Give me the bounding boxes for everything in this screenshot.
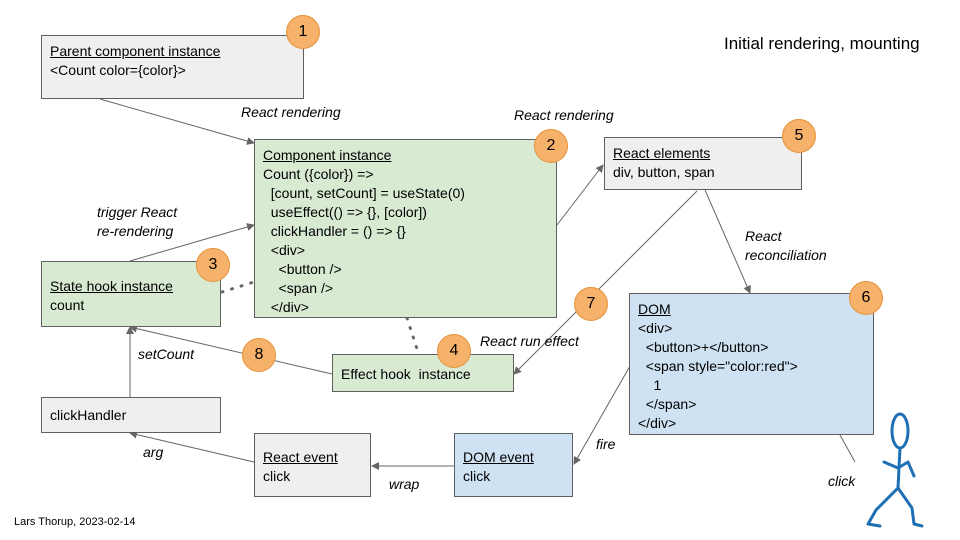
dom-header: DOM xyxy=(638,301,671,317)
component-line: </div> xyxy=(263,299,309,315)
step-badge: 7 xyxy=(574,287,608,321)
state-hook-box: State hook instance count xyxy=(41,261,221,327)
component-line: <span /> xyxy=(263,280,334,296)
elements-header: React elements xyxy=(613,145,711,161)
stick-figure-icon xyxy=(866,412,924,528)
edge-reactevent-to-clickhandler xyxy=(129,430,255,463)
parent-line: <Count color={color}> xyxy=(50,62,186,78)
dom-box: DOM <div> <button>+</button> <span style… xyxy=(629,293,874,435)
clickhandler-line: clickHandler xyxy=(50,407,127,423)
domevent-line: click xyxy=(463,468,491,484)
reactevent-line: click xyxy=(263,468,291,484)
effect-line: Effect hook instance xyxy=(341,366,471,382)
component-line: [count, setCount] = useState(0) xyxy=(263,185,465,201)
react-elements-box: React elements div, button, span xyxy=(604,137,802,190)
parent-component-box: Parent component instance <Count color={… xyxy=(41,35,304,99)
domevent-header: DOM event xyxy=(463,449,534,465)
react-event-box: React event click xyxy=(254,433,371,497)
elements-line: div, button, span xyxy=(613,164,715,180)
edge-parent-to-component xyxy=(99,98,255,145)
component-line: <button /> xyxy=(263,261,342,277)
dom-line: <span style="color:red"> xyxy=(638,358,798,374)
step-badge: 8 xyxy=(242,338,276,372)
edge-dom-to-domevent xyxy=(573,365,631,465)
edge-label: React rendering xyxy=(241,104,341,120)
effect-hook-box: Effect hook instance xyxy=(332,354,514,392)
component-line: <div> xyxy=(263,242,306,258)
edge-label: trigger React xyxy=(97,204,178,220)
edge-label: wrap xyxy=(389,476,420,492)
click-handler-box: clickHandler xyxy=(41,397,221,433)
component-line: Count ({color}) => xyxy=(263,166,374,182)
dom-line: </div> xyxy=(638,415,677,431)
reactevent-header: React event xyxy=(263,449,338,465)
step-badge: 1 xyxy=(286,15,320,49)
step-badge: 5 xyxy=(782,119,816,153)
edge-label: click xyxy=(828,473,856,489)
step-badge: 6 xyxy=(849,281,883,315)
dom-line: 1 xyxy=(638,377,662,393)
dom-line: </span> xyxy=(638,396,697,412)
edge-label: reconciliation xyxy=(745,247,827,263)
state-line: count xyxy=(50,297,85,313)
dotted-state-to-component xyxy=(220,280,256,294)
dom-line: <button>+</button> xyxy=(638,339,769,355)
edge-label: React run effect xyxy=(480,333,579,349)
edge-elements-to-effect xyxy=(513,190,698,375)
diagram-title: Initial rendering, mounting xyxy=(724,34,920,53)
edge-label: re-rendering xyxy=(97,223,174,239)
edge-label: arg xyxy=(143,444,164,460)
edge-elements-to-dom xyxy=(704,189,751,294)
component-instance-box: Component instance Count ({color}) => [c… xyxy=(254,139,557,318)
step-badge: 3 xyxy=(196,248,230,282)
parent-header: Parent component instance xyxy=(50,43,221,59)
dom-event-box: DOM event click xyxy=(454,433,573,497)
edge-component-to-elements xyxy=(556,164,604,226)
edge-state-to-component xyxy=(129,223,255,262)
step-badge: 4 xyxy=(437,334,471,368)
footer-credit: Lars Thorup, 2023-02-14 xyxy=(14,516,136,528)
edge-label: React xyxy=(745,228,782,244)
component-line: clickHandler = () => {} xyxy=(263,223,406,239)
edge-label: setCount xyxy=(138,346,195,362)
edge-effect-to-state xyxy=(129,324,333,375)
component-line: useEffect(() => {}, [color]) xyxy=(263,204,427,220)
dom-line: <div> xyxy=(638,320,673,336)
component-header: Component instance xyxy=(263,147,392,163)
edge-label: React rendering xyxy=(514,107,614,123)
dotted-component-to-effect xyxy=(405,316,420,354)
edge-label: fire xyxy=(596,436,616,452)
state-header: State hook instance xyxy=(50,278,173,294)
step-badge: 2 xyxy=(534,129,568,163)
